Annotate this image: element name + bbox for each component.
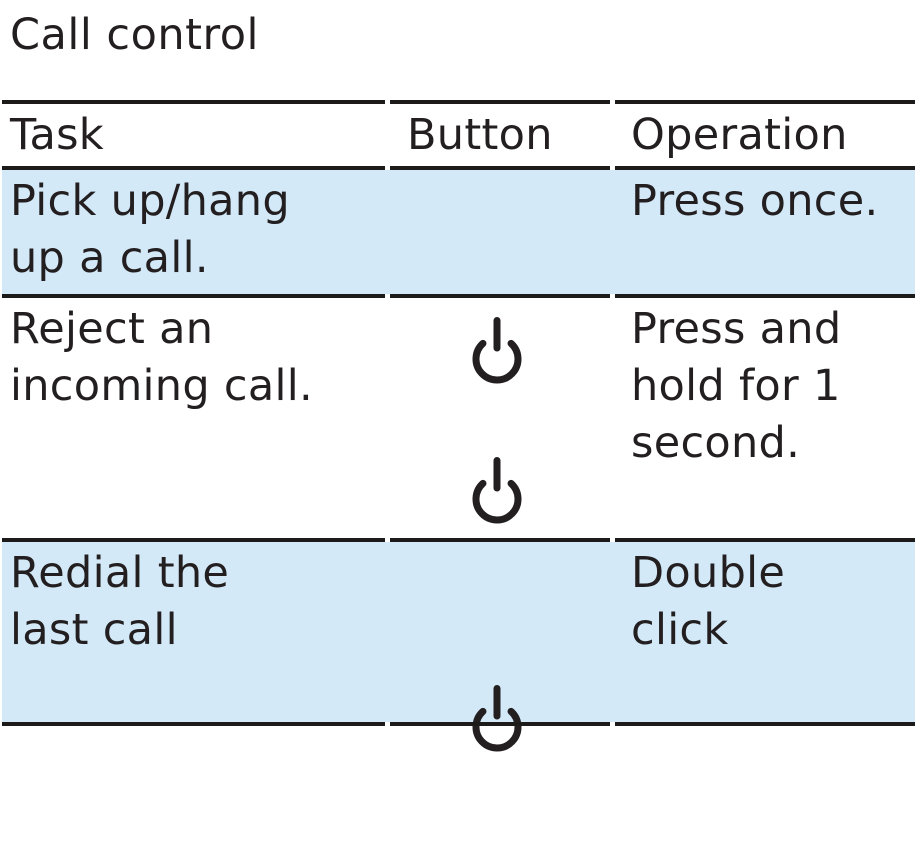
column-header-button: Button [407, 110, 553, 160]
operation-cell: Double click [631, 548, 786, 655]
table-row: Reject an incoming call. Press and hold … [2, 298, 915, 538]
task-cell: Pick up/hang up a call. [10, 176, 290, 283]
power-icon [470, 400, 615, 582]
task-cell: Reject an incoming call. [10, 304, 313, 411]
manual-page: Call control Task Button Operation Pick … [0, 10, 917, 752]
button-cell [390, 298, 615, 538]
table-rule [2, 538, 915, 542]
operation-cell: Press and hold for 1 second. [631, 304, 842, 468]
power-icon [470, 260, 615, 442]
table-rule-top [2, 100, 915, 104]
task-cell: Redial the last call [10, 548, 230, 655]
power-icon [470, 628, 615, 810]
table-rule [2, 294, 915, 298]
table-header-row: Task Button Operation [2, 104, 915, 166]
column-header-operation: Operation [631, 110, 848, 160]
column-header-task: Task [10, 110, 105, 160]
button-cell [390, 542, 615, 752]
table-rule [2, 166, 915, 170]
button-cell [390, 170, 615, 384]
table-rule-bottom [2, 722, 915, 726]
table-row: Pick up/hang up a call. Press once. [2, 170, 915, 384]
page-title: Call control [10, 10, 259, 60]
table-row: Redial the last call Double click [2, 542, 915, 752]
call-control-table: Task Button Operation Pick up/hang up a … [0, 100, 917, 752]
operation-cell: Press once. [631, 176, 879, 226]
